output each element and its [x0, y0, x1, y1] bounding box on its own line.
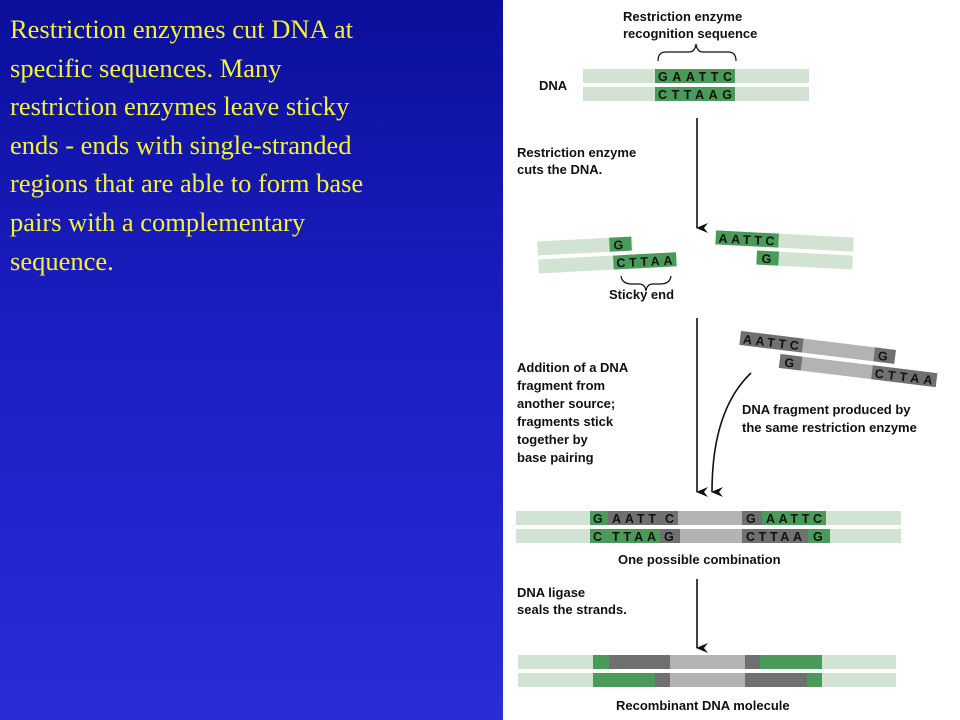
- combined-dna: G AATT C G AATTC C TTAA G CTTAA G: [516, 511, 901, 544]
- new-frag-top-left-seq: AATTC: [742, 332, 799, 353]
- recognition-top-block: [655, 69, 735, 83]
- restriction-enzyme-diagram: Restriction enzyme recognition sequence …: [503, 0, 960, 720]
- text-line: pairs with a complementary: [10, 206, 306, 237]
- bottom-sequence: CTTAAG: [658, 88, 732, 102]
- addition-label-line: fragment from: [517, 378, 605, 393]
- left-frag-top-seq: G: [613, 238, 623, 252]
- recombinant-label: Recombinant DNA molecule: [616, 698, 790, 713]
- sticky-end-bracket: [620, 275, 672, 292]
- text-line: restriction enzymes leave sticky: [10, 91, 350, 122]
- combo-bottom-seq: G: [664, 530, 674, 544]
- combo-top-seq: C: [665, 512, 674, 526]
- new-frag-bottom-right-seq: CTTAA: [874, 367, 933, 388]
- text-line: regions that are able to form base: [10, 168, 364, 199]
- dna-label: DNA: [539, 78, 568, 93]
- text-line: specific sequences. Many: [10, 52, 282, 83]
- slide-body-text: Restriction enzymes cut DNA at specific …: [10, 10, 490, 280]
- recombinant-dna: [518, 655, 896, 687]
- fragment-label-line2: the same restriction enzyme: [742, 420, 917, 435]
- combo-top-seq: G: [593, 512, 603, 526]
- combo-bottom-seq: CTTAA: [746, 530, 802, 544]
- dna-double-strand: GAATTC CTTAAG: [583, 69, 809, 102]
- addition-label-line: fragments stick: [517, 414, 614, 429]
- recognition-label-line2: recognition sequence: [623, 26, 757, 41]
- right-cut-fragment: AATTC G: [715, 230, 854, 270]
- text-panel: Restriction enzymes cut DNA at specific …: [0, 0, 503, 720]
- left-cut-fragment: G CTTAA: [537, 236, 677, 274]
- recognition-label-line1: Restriction enzyme: [623, 9, 742, 24]
- cut-label-line2: cuts the DNA.: [517, 162, 602, 177]
- recognition-bracket: [657, 43, 737, 62]
- text-line: ends - ends with single-stranded: [10, 129, 352, 160]
- text-line: sequence.: [10, 245, 114, 276]
- addition-label-line: base pairing: [517, 450, 594, 465]
- combo-top-seq: G: [746, 512, 756, 526]
- ligase-label-line2: seals the strands.: [517, 602, 627, 617]
- text-line: Restriction enzymes cut DNA at: [10, 14, 353, 44]
- new-frag-bottom-left-seq: G: [784, 356, 795, 371]
- addition-label-line: another source;: [517, 396, 615, 411]
- ligase-label-line1: DNA ligase: [517, 585, 585, 600]
- recognition-bottom-block: [655, 87, 735, 101]
- combo-top-seq: AATTC: [766, 512, 822, 526]
- right-frag-bottom-seq: G: [761, 252, 771, 266]
- combo-bottom-seq: C: [593, 530, 602, 544]
- right-frag-top-seq: AATTC: [718, 232, 775, 249]
- combo-label: One possible combination: [618, 552, 781, 567]
- new-frag-top-right-seq: G: [877, 349, 888, 364]
- combo-bottom-seq: G: [813, 530, 823, 544]
- cut-label-line1: Restriction enzyme: [517, 145, 636, 160]
- foreign-dna-fragment: AATTC G G CTTAA: [739, 330, 938, 388]
- fragment-label-line1: DNA fragment produced by: [742, 402, 911, 417]
- sticky-end-label: Sticky end: [609, 287, 674, 302]
- combo-bottom-seq: TTAA: [612, 530, 656, 544]
- addition-label-line: Addition of a DNA: [517, 360, 629, 375]
- curved-arrow: [711, 372, 752, 498]
- addition-label-line: together by: [517, 432, 589, 447]
- left-frag-bottom-seq: CTTAA: [616, 253, 673, 270]
